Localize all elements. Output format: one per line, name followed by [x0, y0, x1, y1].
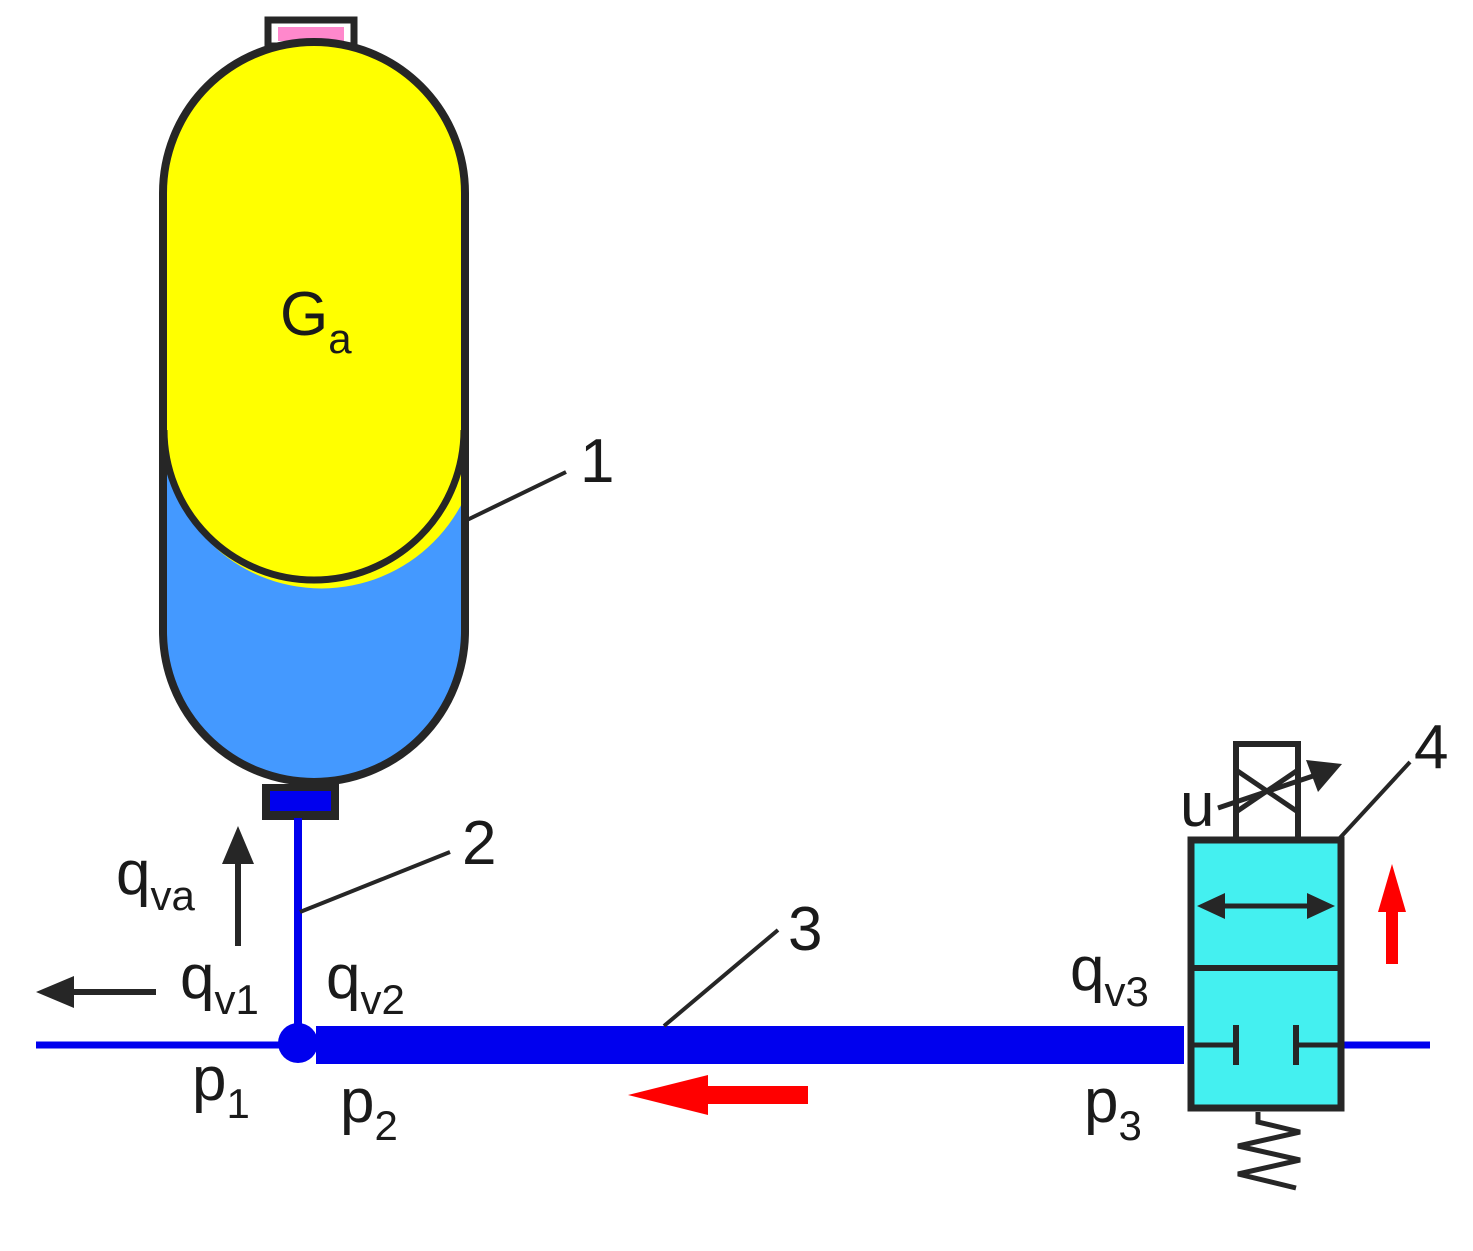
flow-2-label: qv2	[326, 943, 405, 1023]
bladder-separator	[160, 429, 468, 584]
pressure-1-label: p1	[192, 1045, 250, 1127]
pipeline-flow-arrowhead	[628, 1075, 708, 1115]
valve-motion-arrow-shaft	[1386, 908, 1398, 964]
gas-label: Ga	[280, 280, 352, 362]
gas-label-main: G	[280, 280, 328, 349]
valve-motion-arrowhead	[1378, 864, 1406, 912]
gas-label-sub: a	[328, 315, 352, 362]
callout-2-leader	[299, 850, 451, 914]
callout-4-leader	[1336, 760, 1412, 842]
flow-2-sub: v2	[360, 976, 404, 1023]
flow-3-main: q	[1070, 935, 1104, 1004]
accumulator-top-cap-fill	[278, 27, 344, 41]
inlet-flow-arrowhead	[36, 976, 74, 1008]
valve-body	[1187, 836, 1345, 1112]
callout-1-label: 1	[580, 427, 614, 496]
pipeline-flow-arrow-shaft	[706, 1086, 808, 1104]
callouts: 1 2 3 4	[299, 427, 1448, 1028]
flow-3-label: qv3	[1070, 935, 1149, 1015]
flow-arrows	[36, 826, 1406, 1115]
flow-3-sub: v3	[1104, 968, 1148, 1015]
main-pipeline	[316, 1026, 1184, 1064]
accumulator: Ga	[159, 16, 469, 820]
flow-1-main: q	[180, 943, 214, 1012]
open-flow-arrow-left	[1197, 893, 1225, 919]
control-input-line	[1217, 772, 1317, 811]
flow-1-label: qv1	[180, 943, 259, 1023]
hydraulic-lines	[36, 818, 1430, 1064]
return-spring	[1237, 1112, 1301, 1191]
open-flow-arrow-right	[1307, 893, 1335, 919]
callout-4-label: 4	[1414, 713, 1448, 782]
pressure-3-main: p	[1084, 1067, 1118, 1136]
gas-region	[163, 42, 465, 589]
flow-2-main: q	[326, 943, 360, 1012]
pressure-3-sub: 3	[1118, 1102, 1141, 1149]
pressure-2-sub: 2	[374, 1102, 397, 1149]
control-input-arrowhead	[1306, 760, 1342, 792]
flow-accumulator-label: qva	[116, 839, 195, 919]
accumulator-bottom-port-fill	[270, 791, 331, 811]
callout-2-label: 2	[462, 809, 496, 878]
control-input-label: u	[1180, 771, 1214, 840]
accumulator-shell	[159, 38, 469, 786]
directional-valve	[1187, 741, 1345, 1191]
callout-3-label: 3	[788, 895, 822, 964]
accumulator-flow-arrowhead	[222, 826, 254, 864]
flow-1-sub: v1	[214, 976, 258, 1023]
variable-labels: u qva qv1 qv2 qv3 p1 p2 p3	[116, 771, 1214, 1149]
flow-accumulator-main: q	[116, 839, 150, 908]
callout-3-leader	[662, 928, 780, 1028]
callout-1-leader	[466, 470, 567, 522]
pressure-1-main: p	[192, 1045, 226, 1114]
pressure-3-label: p3	[1084, 1067, 1142, 1149]
junction-node	[278, 1023, 318, 1063]
pressure-1-sub: 1	[226, 1080, 249, 1127]
flow-accumulator-sub: va	[150, 872, 195, 919]
pressure-2-main: p	[340, 1067, 374, 1136]
pressure-2-label: p2	[340, 1067, 398, 1149]
